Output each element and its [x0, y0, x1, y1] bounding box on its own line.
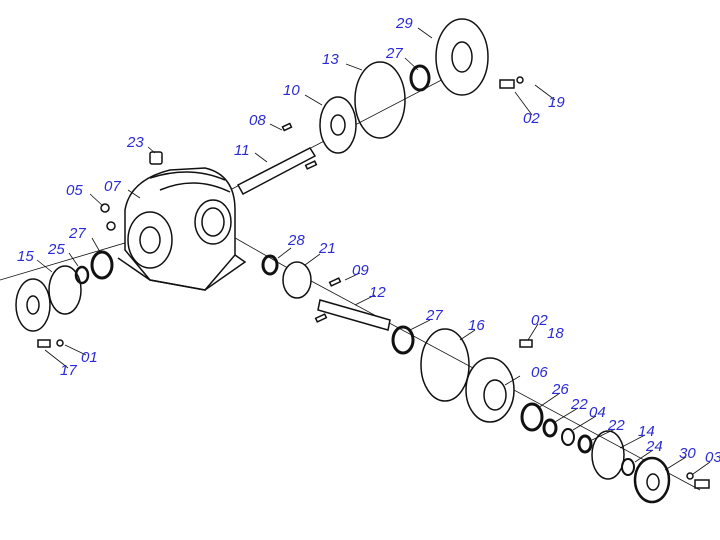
pulley-part: [282, 261, 312, 299]
callout-16: 16: [468, 317, 485, 334]
cover-part: [435, 18, 489, 96]
callout-23: 23: [127, 134, 144, 151]
callout-13: 13: [322, 51, 339, 68]
callout-15: 15: [17, 248, 34, 265]
shaft-part: [317, 299, 391, 331]
end-cover-part: [633, 456, 671, 504]
callout-03: 03: [705, 449, 720, 466]
callout-30: 30: [679, 445, 696, 462]
callout-08: 08: [249, 112, 266, 129]
callout-29: 29: [396, 15, 413, 32]
callout-24: 24: [646, 438, 663, 455]
plug-part: [106, 221, 116, 231]
bolt-part: [37, 339, 51, 348]
callout-26: 26: [552, 381, 569, 398]
callout-28: 28: [288, 232, 305, 249]
bolt-part: [519, 339, 533, 348]
bolt-part: [499, 79, 515, 89]
callout-12: 12: [369, 284, 386, 301]
seal-part: [542, 418, 558, 438]
callout-21: 21: [319, 240, 336, 257]
callout-25: 25: [48, 241, 65, 258]
plug-part: [149, 151, 163, 165]
callout-10: 10: [283, 82, 300, 99]
callout-05: 05: [66, 182, 83, 199]
cover-part: [15, 278, 51, 332]
callout-14: 14: [638, 423, 655, 440]
callout-17: 17: [60, 362, 77, 379]
key-part: [328, 277, 342, 287]
callout-18: 18: [547, 325, 564, 342]
callout-11: 11: [234, 142, 250, 159]
callout-02: 02: [523, 110, 540, 127]
housing-cover-part: [465, 357, 515, 423]
callout-27: 27: [69, 225, 86, 242]
bearing-part: [409, 64, 431, 92]
plug-part: [100, 203, 110, 213]
callout-01: 01: [81, 349, 98, 366]
gasket-part: [354, 61, 406, 139]
seal-part: [621, 458, 635, 476]
callout-07: 07: [104, 178, 121, 195]
pulley-part: [319, 96, 357, 154]
callout-04: 04: [589, 404, 606, 421]
ring-part: [561, 428, 575, 446]
bearing-part: [391, 325, 415, 355]
callout-19: 19: [548, 94, 565, 111]
callout-09: 09: [352, 262, 369, 279]
axis-line-left: [0, 239, 136, 281]
seal-part: [577, 434, 593, 454]
callout-06: 06: [531, 364, 548, 381]
key-part: [281, 122, 293, 132]
gasket-part: [48, 265, 82, 315]
callout-02: 02: [531, 312, 548, 329]
shaft-part: [236, 147, 317, 196]
callout-22: 22: [571, 396, 588, 413]
seal-part: [261, 254, 279, 276]
gasket-part: [420, 328, 470, 402]
bearing-part: [90, 250, 114, 280]
gasket-part: [591, 430, 625, 480]
bolt-part: [694, 479, 710, 489]
housing-part: [117, 167, 247, 291]
callout-27: 27: [386, 45, 403, 62]
bearing-part: [520, 402, 544, 432]
leader-lines: [36, 27, 711, 475]
callout-22: 22: [608, 417, 625, 434]
seal-part: [74, 265, 90, 285]
callout-27: 27: [426, 307, 443, 324]
